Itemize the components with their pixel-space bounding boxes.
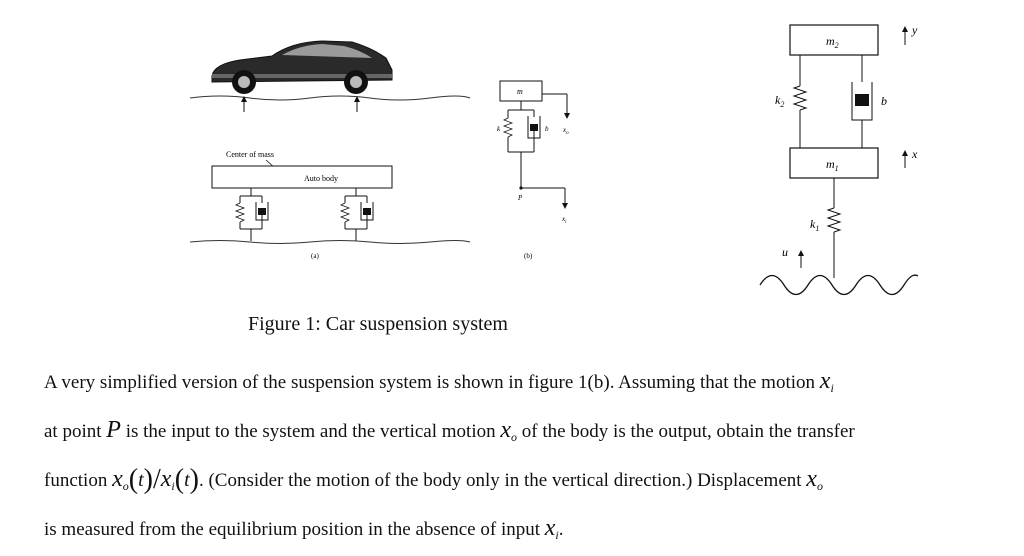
paragraph-line-1: A very simplified version of the suspens… — [44, 368, 834, 395]
xo-label: xo — [562, 126, 569, 136]
auto-body-label: Auto body — [304, 174, 338, 183]
panel-a-tag: (a) — [311, 252, 319, 260]
b2-label: b — [881, 94, 887, 108]
suspension-figure: Center of mass Auto body — [189, 23, 919, 296]
m2-label: m2 — [826, 34, 839, 50]
xi-label: xi — [561, 215, 567, 225]
paragraph-line-2: at point P is the input to the system an… — [44, 417, 855, 444]
mass-label: m — [517, 87, 523, 96]
k-label: k — [497, 125, 501, 133]
car-illustration — [189, 40, 471, 112]
right-suspension — [339, 188, 374, 241]
auto-body-rect — [211, 165, 393, 189]
quarter-car-model: m2 y k2 b m1 x k1 u — [759, 23, 919, 296]
left-suspension — [234, 188, 269, 241]
paragraph-line-3: function xo(t)/xi(t). (Consider the moti… — [44, 464, 823, 495]
panel-b-tag: (b) — [524, 252, 533, 260]
transfer-function: x — [112, 466, 123, 492]
m1-box — [789, 147, 879, 179]
m1-label: m1 — [826, 157, 839, 173]
auto-body-diagram: Center of mass Auto body — [189, 150, 471, 260]
k2-label: k2 — [775, 93, 784, 109]
p-label: P — [517, 194, 523, 202]
problem-statement: A very simplified version of the suspens… — [44, 360, 1004, 556]
m2-box — [789, 24, 879, 56]
k1-label: k1 — [810, 217, 819, 233]
paragraph-line-4: is measured from the equilibrium positio… — [44, 515, 564, 542]
u-label: u — [782, 245, 788, 259]
figure-caption: Figure 1: Car suspension system — [248, 313, 508, 335]
x-label: x — [911, 147, 918, 161]
center-of-mass-label: Center of mass — [226, 150, 274, 159]
y-label: y — [911, 23, 918, 37]
b-label: b — [545, 125, 549, 133]
road-profile — [759, 274, 919, 296]
simplified-model: m k b P xi xo (b) — [497, 80, 570, 260]
